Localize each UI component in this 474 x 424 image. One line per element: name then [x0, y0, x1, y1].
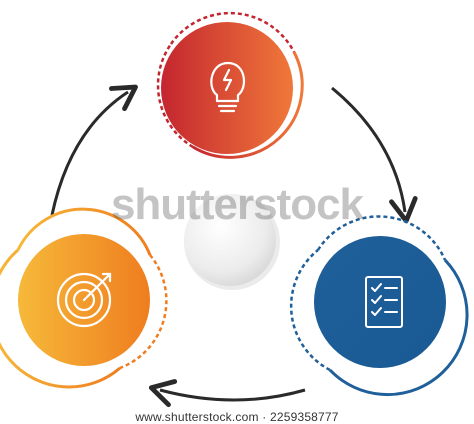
step-lightbulb	[156, 11, 304, 159]
arrow-top-to-right	[331, 86, 418, 224]
arrow-left-to-top	[50, 84, 138, 216]
target-icon	[56, 272, 112, 328]
footer-credit: www.shutterstock.com · 2259358777	[135, 410, 339, 424]
checklist-icon	[365, 276, 403, 328]
lightbulb-icon	[210, 61, 246, 113]
step-target	[0, 207, 168, 389]
step-checklist	[289, 215, 469, 397]
center-circle	[184, 194, 280, 290]
arrow-right-to-left	[148, 379, 306, 408]
